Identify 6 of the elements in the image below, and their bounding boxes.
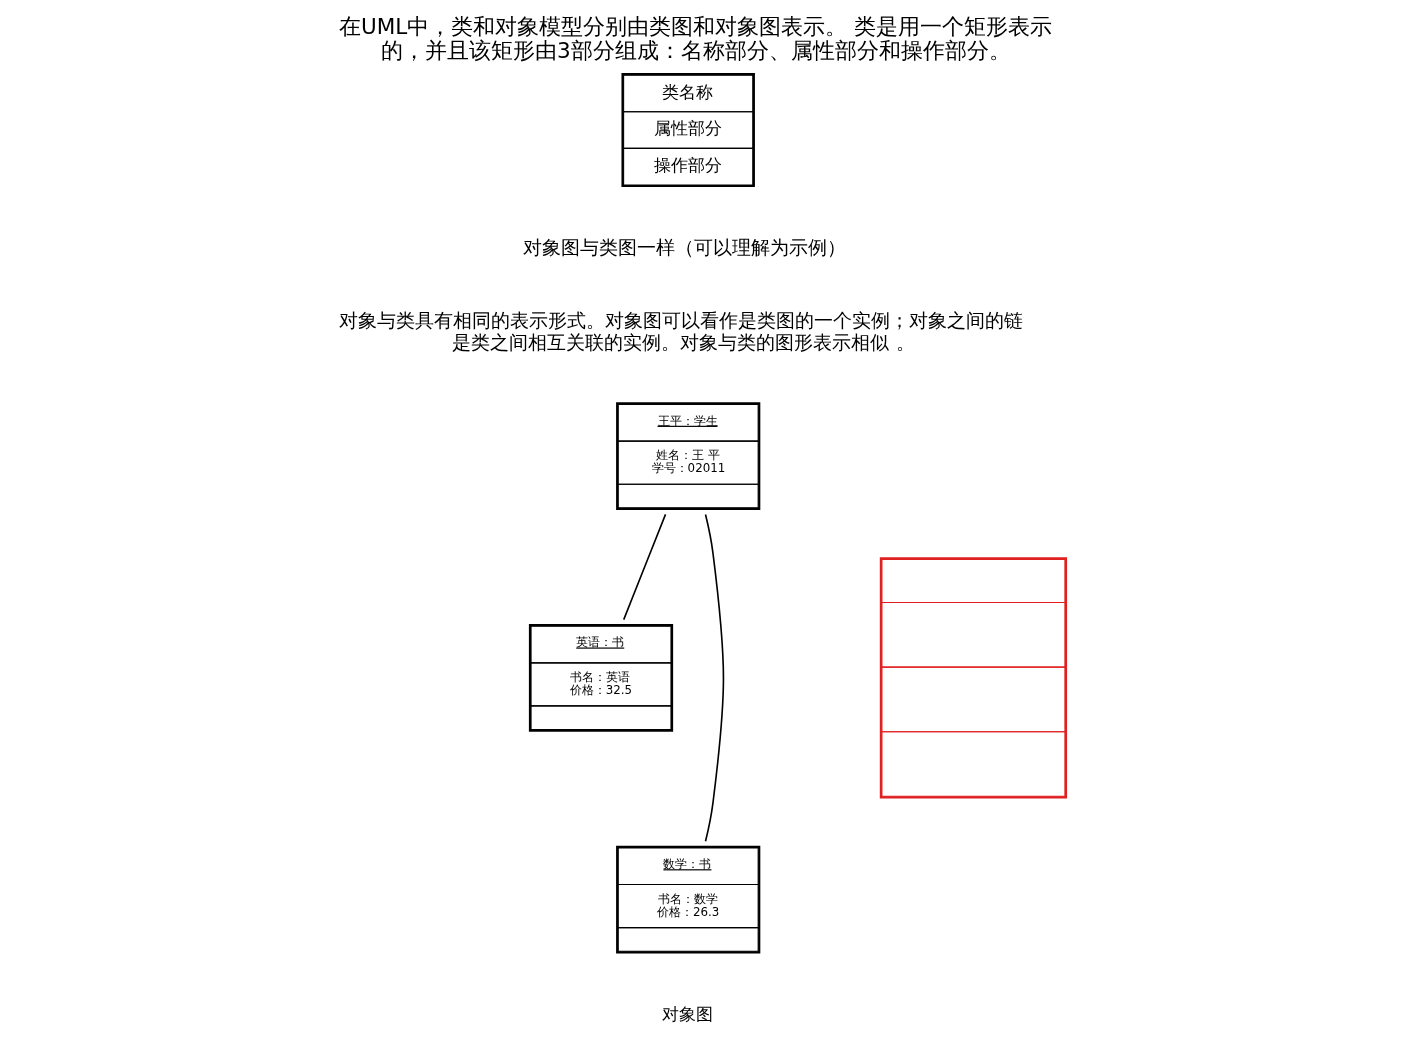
label: 对象图与类图一样（可以理解为示例） <box>522 236 846 260</box>
label: 对象图 <box>661 1003 713 1024</box>
label: 对象与类具有相同的表示形式。对象图可以看作是类图的一个实例；对象之间的链是类之间相互关联的实例。对象与类的图形表示相似 。 <box>338 309 1023 354</box>
connector <box>704 513 724 843</box>
diagram-title: 在UML中，类和对象模型分别由类图和对象图表示。 类是用一个矩形表示的，并且该矩形由3部分组成：名称部分、属性部分和操作部分。 <box>338 14 1052 63</box>
connector <box>622 513 666 621</box>
